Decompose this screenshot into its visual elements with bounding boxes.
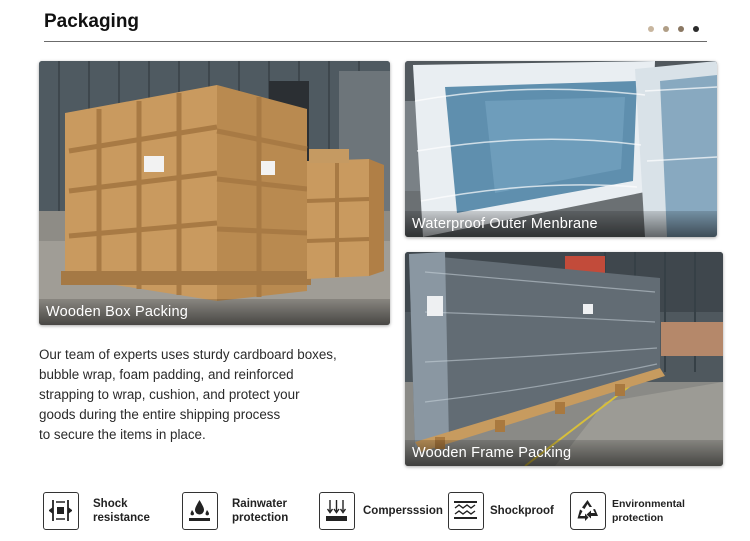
shock-resistance-icon xyxy=(43,492,79,530)
page-title: Packaging xyxy=(44,11,140,32)
pager-dot-4[interactable] xyxy=(693,26,699,32)
compression-icon xyxy=(319,492,355,530)
feature-label: Environmental protection xyxy=(612,498,685,524)
feature-rainwater-protection: Rainwater protection xyxy=(182,489,288,533)
photo-caption: Wooden Box Packing xyxy=(39,299,390,325)
pager-dot-1[interactable] xyxy=(648,26,654,32)
photo-waterproof-outer-membrane: Waterproof Outer Menbrane xyxy=(405,61,717,237)
packaging-description: Our team of experts uses sturdy cardboar… xyxy=(39,347,337,442)
wrapped-glass-illustration xyxy=(405,61,717,237)
pager-dot-2[interactable] xyxy=(663,26,669,32)
feature-list: Shock resistance Rainwater protection xyxy=(43,489,713,533)
rainwater-protection-icon xyxy=(182,492,218,530)
recycle-icon xyxy=(570,492,606,530)
carousel-pager xyxy=(648,26,699,32)
feature-label: Rainwater protection xyxy=(232,498,289,524)
feature-environmental-protection: Environmental protection xyxy=(570,489,685,533)
feature-shock-resistance: Shock resistance xyxy=(43,489,150,533)
wooden-frame-illustration xyxy=(405,252,723,466)
photo-caption: Waterproof Outer Menbrane xyxy=(405,211,717,237)
pager-dot-3[interactable] xyxy=(678,26,684,32)
shockproof-icon xyxy=(448,492,484,530)
feature-compression: Compersssion xyxy=(319,489,443,533)
feature-label: Shock resistance xyxy=(93,498,150,524)
feature-label: Compersssion xyxy=(363,505,443,517)
title-divider xyxy=(44,41,707,42)
photo-wooden-box-packing: Wooden Box Packing xyxy=(39,61,390,325)
feature-label: Shockproof xyxy=(490,505,554,517)
photo-caption: Wooden Frame Packing xyxy=(405,440,723,466)
photo-wooden-frame-packing: Wooden Frame Packing xyxy=(405,252,723,466)
feature-shockproof: Shockproof xyxy=(448,489,554,533)
wooden-crates-illustration xyxy=(39,61,390,325)
